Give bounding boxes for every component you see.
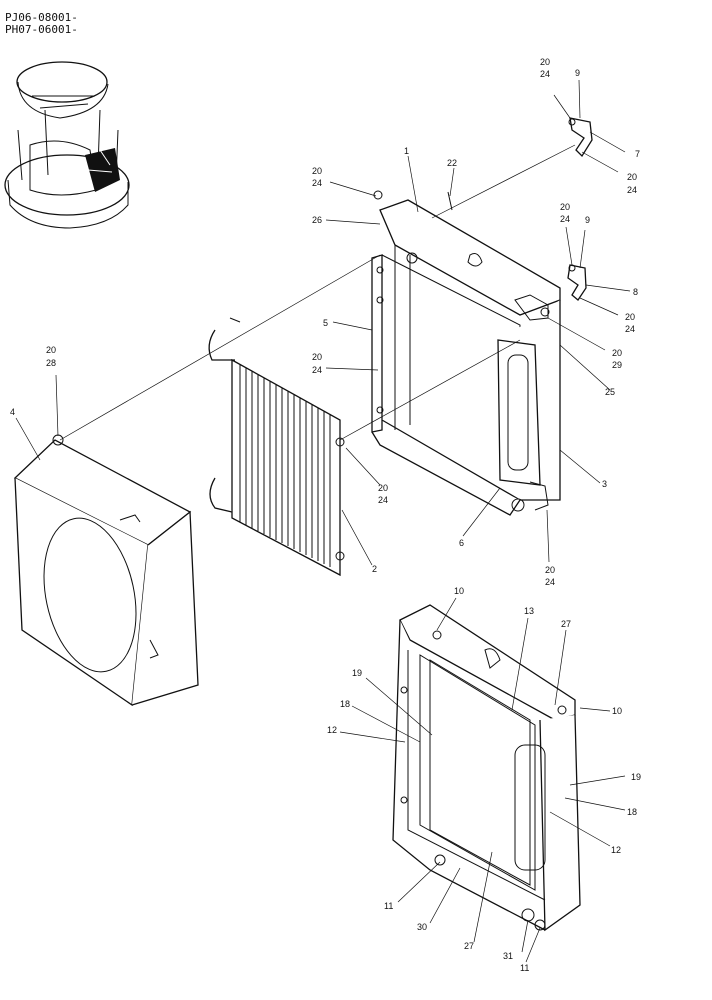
callout-20-28-a: 20 xyxy=(46,345,56,355)
callout-13: 13 xyxy=(524,606,534,616)
callout-10-top: 10 xyxy=(454,586,464,596)
callout-11-bottom: 11 xyxy=(520,963,529,973)
callout-20-24-frame-top-a: 20 xyxy=(312,166,322,176)
callout-2: 2 xyxy=(372,564,377,574)
serial-number-line-1: PJ06-08001- xyxy=(5,11,78,24)
callout-11-left: 11 xyxy=(384,901,393,911)
callout-9-top: 9 xyxy=(575,68,580,78)
callout-30: 30 xyxy=(417,922,427,932)
callout-3: 3 xyxy=(602,479,607,489)
callout-8: 8 xyxy=(633,287,638,297)
callout-9-mid: 9 xyxy=(585,215,590,225)
callout-20-24-top-right-a: 20 xyxy=(540,57,550,67)
fan-shroud xyxy=(13,434,199,707)
leader-lines xyxy=(15,79,631,963)
callout-20-24-cooler-right-a: 20 xyxy=(378,483,388,493)
bolt-icon xyxy=(373,190,383,200)
callout-7: 7 xyxy=(635,149,640,159)
callout-19-right: 19 xyxy=(631,772,641,782)
callout-19-left: 19 xyxy=(352,668,362,678)
callout-20-24-cooler-left-a: 20 xyxy=(312,352,322,362)
callout-12-left: 12 xyxy=(327,725,337,735)
bracket-7 xyxy=(568,117,593,158)
callout-4: 4 xyxy=(10,407,15,417)
callout-20-24-bracket8-b: 24 xyxy=(625,324,635,334)
callout-22: 22 xyxy=(447,158,457,168)
machine-locator-thumbnail xyxy=(4,61,130,229)
radiator-frame xyxy=(371,199,561,516)
callout-20-24-cooler-left-b: 24 xyxy=(312,365,322,375)
callout-6: 6 xyxy=(459,538,464,548)
callout-27-top: 27 xyxy=(561,619,571,629)
callout-27-bottom: 27 xyxy=(464,941,474,951)
callout-20-24-bracket7-a: 20 xyxy=(627,172,637,182)
bracket-8 xyxy=(567,264,587,301)
callout-labels: 20 24 9 7 20 24 1 22 20 24 26 20 24 9 8 … xyxy=(10,57,641,973)
callout-20-24-frame-top-b: 24 xyxy=(312,178,322,188)
serial-number-line-2: PH07-06001- xyxy=(5,23,78,36)
callout-20-24-top-right-b: 24 xyxy=(540,69,550,79)
callout-20-24-frame-bottom-b: 24 xyxy=(545,577,555,587)
callout-20-24-mid-right-a: 20 xyxy=(560,202,570,212)
callout-20-24-bracket8-a: 20 xyxy=(625,312,635,322)
callout-20-29-a: 20 xyxy=(612,348,622,358)
callout-20-29-b: 29 xyxy=(612,360,622,370)
callout-18-left: 18 xyxy=(340,699,350,709)
callout-20-24-cooler-right-b: 24 xyxy=(378,495,388,505)
callout-26: 26 xyxy=(312,215,322,225)
callout-1: 1 xyxy=(404,146,409,156)
callout-31: 31 xyxy=(503,951,513,961)
callout-10-right: 10 xyxy=(612,706,622,716)
callout-20-24-mid-right-b: 24 xyxy=(560,214,570,224)
callout-25: 25 xyxy=(605,387,615,397)
oil-cooler xyxy=(208,317,345,577)
callout-20-28-b: 28 xyxy=(46,358,56,368)
callout-20-24-bracket7-b: 24 xyxy=(627,185,637,195)
bolt-icon xyxy=(540,307,550,317)
callout-18-right: 18 xyxy=(627,807,637,817)
callout-20-24-frame-bottom-a: 20 xyxy=(545,565,555,575)
bolt-22-icon xyxy=(447,191,453,211)
callout-12-right: 12 xyxy=(611,845,621,855)
callout-5: 5 xyxy=(323,318,328,328)
radiator-lower-assembly xyxy=(392,604,581,932)
